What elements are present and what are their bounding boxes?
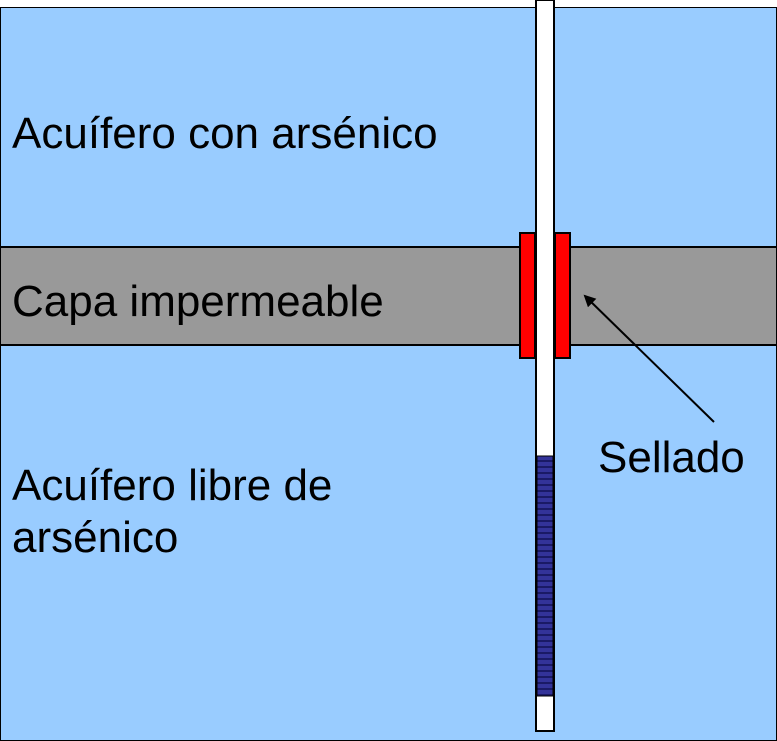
- arsenic-aquifer-layer: [0, 7, 777, 247]
- seal-arrow: [583, 294, 715, 423]
- seal-right: [554, 232, 571, 359]
- impermeable-layer-label: Capa impermeable: [12, 277, 384, 326]
- arsenic-aquifer-label: Acuífero con arsénico: [12, 109, 438, 158]
- well-screen: [536, 455, 554, 697]
- seal-label: Sellado: [598, 433, 745, 482]
- arsenic-free-aquifer-label: Acuífero libre de arsénico: [12, 461, 333, 562]
- seal-left: [519, 232, 536, 359]
- impermeable-layer: [0, 247, 777, 345]
